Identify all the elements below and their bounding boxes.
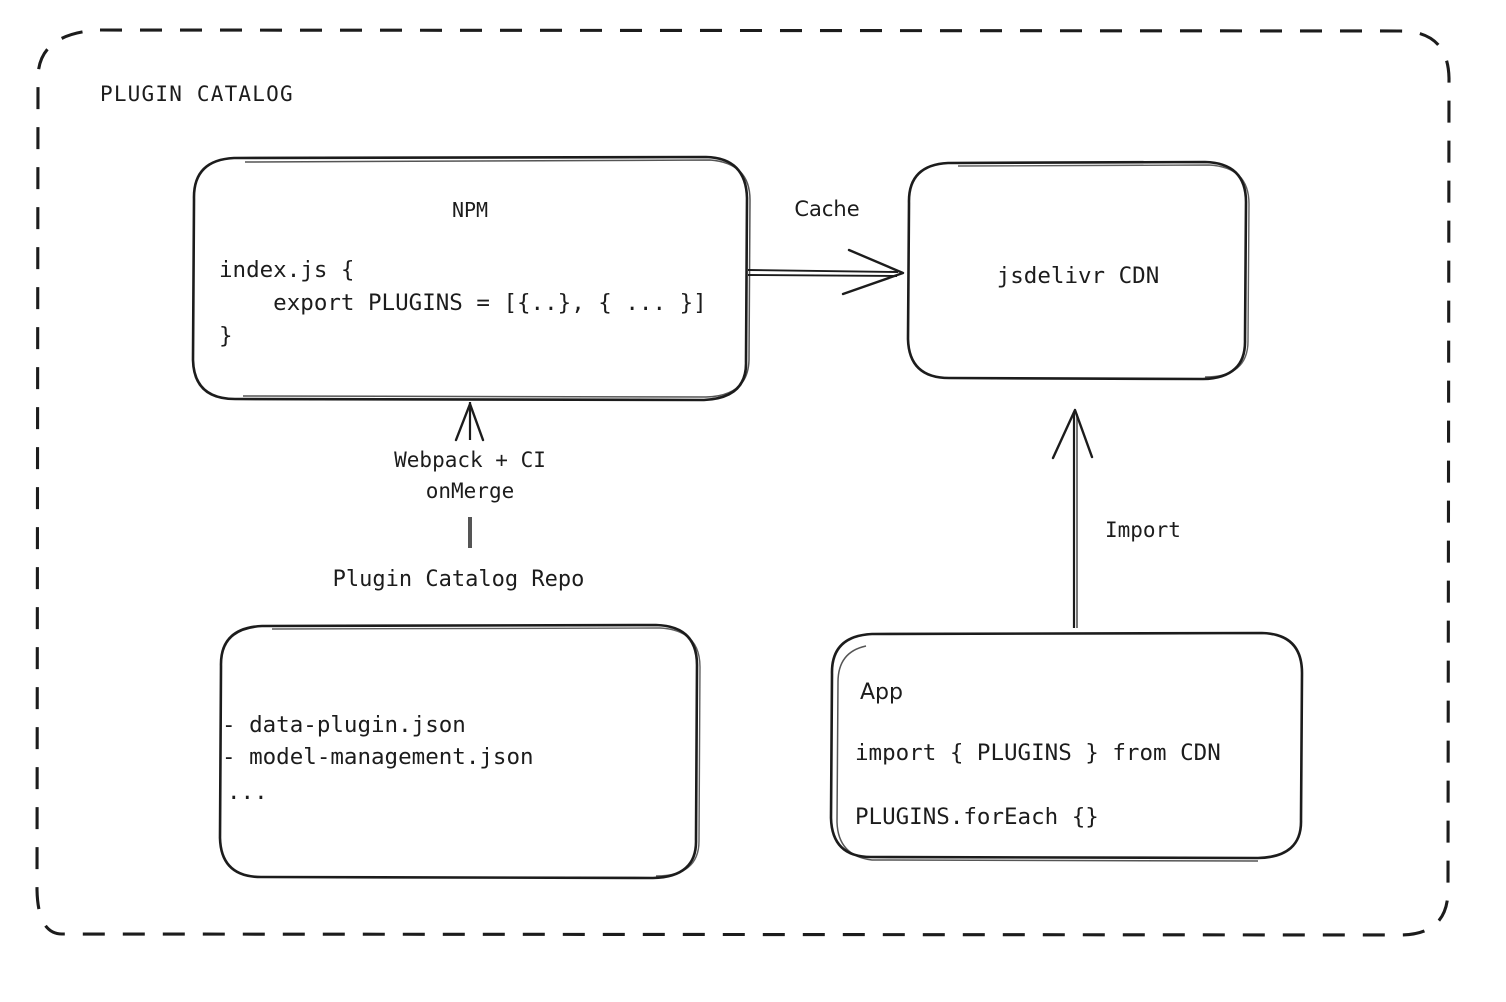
cache-edge-label: Cache xyxy=(794,197,860,221)
repo-file-line-3: ... xyxy=(227,779,268,805)
repo-file-line-2: - model-management.json xyxy=(222,744,534,770)
webpack-ci-edge-label-line-1: Webpack + CI xyxy=(394,448,546,472)
page-title: PLUGIN CATALOG xyxy=(100,82,294,106)
app-node-title: App xyxy=(860,680,903,705)
cdn-node-title: jsdelivr CDN xyxy=(996,263,1160,289)
app-code-line-2: PLUGINS.forEach {} xyxy=(855,804,1099,830)
repo-file-line-1: - data-plugin.json xyxy=(222,712,466,738)
import-edge-label: Import xyxy=(1105,518,1181,542)
npm-node-title: NPM xyxy=(451,198,489,222)
npm-code-line-3: } xyxy=(219,323,233,349)
webpack-ci-arrow xyxy=(454,402,485,548)
app-code-line-1: import { PLUGINS } from CDN xyxy=(855,740,1221,766)
import-arrow xyxy=(1051,408,1094,628)
npm-code-line-1: index.js { xyxy=(219,257,355,283)
cache-arrow xyxy=(747,248,905,296)
repo-node-caption: Plugin Catalog Repo xyxy=(332,567,585,592)
npm-code-line-2: export PLUGINS = [{..}, { ... }] xyxy=(219,290,707,316)
webpack-ci-edge-label-line-2: onMerge xyxy=(425,479,515,503)
